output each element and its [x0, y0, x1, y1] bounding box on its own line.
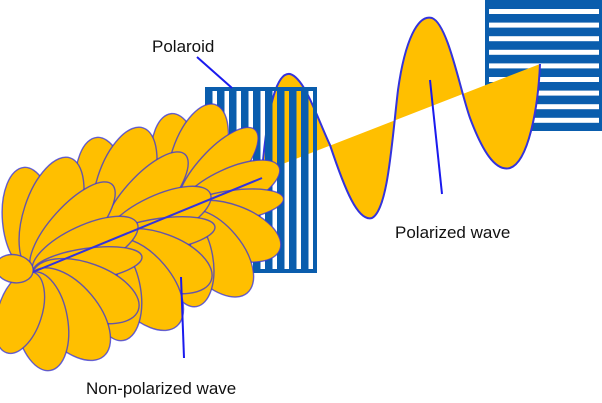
non-polarized-wave-label: Non-polarized wave	[86, 379, 236, 398]
horizontal-polaroid-slit	[489, 90, 599, 96]
horizontal-polaroid-slit	[489, 117, 599, 123]
horizontal-polaroid-slit	[489, 63, 599, 69]
horizontal-polaroid-slit	[489, 77, 599, 82]
non-polarized-wave	[0, 103, 285, 372]
propagation-axis	[32, 177, 263, 273]
polarized-wave	[262, 17, 540, 219]
vertical-polaroid-frame-top	[205, 87, 317, 91]
polarized-wave-pointer-line	[429, 79, 443, 195]
horizontal-polaroid-slit	[489, 36, 599, 42]
non-polarized-wave-pointer-line	[180, 276, 185, 359]
horizontal-polaroid-slit	[489, 104, 599, 110]
horizontal-polaroid-slit	[489, 22, 599, 28]
polarized-wave-label: Polarized wave	[395, 223, 510, 242]
horizontal-polaroid-slit	[489, 9, 599, 14]
polarized-wave-outline	[261, 16, 541, 220]
vertical-polaroid-bar	[313, 87, 317, 273]
vertical-polaroid-bar	[289, 87, 297, 273]
vertical-polaroid-bar	[277, 87, 285, 273]
vertical-polaroid-frame-bottom	[205, 269, 317, 273]
horizontal-polaroid-slit	[489, 49, 599, 55]
polaroid-label: Polaroid	[152, 37, 214, 56]
flower-3	[0, 156, 143, 372]
vertical-polaroid-bar	[301, 87, 309, 273]
polaroid-pointer-line	[196, 56, 233, 89]
